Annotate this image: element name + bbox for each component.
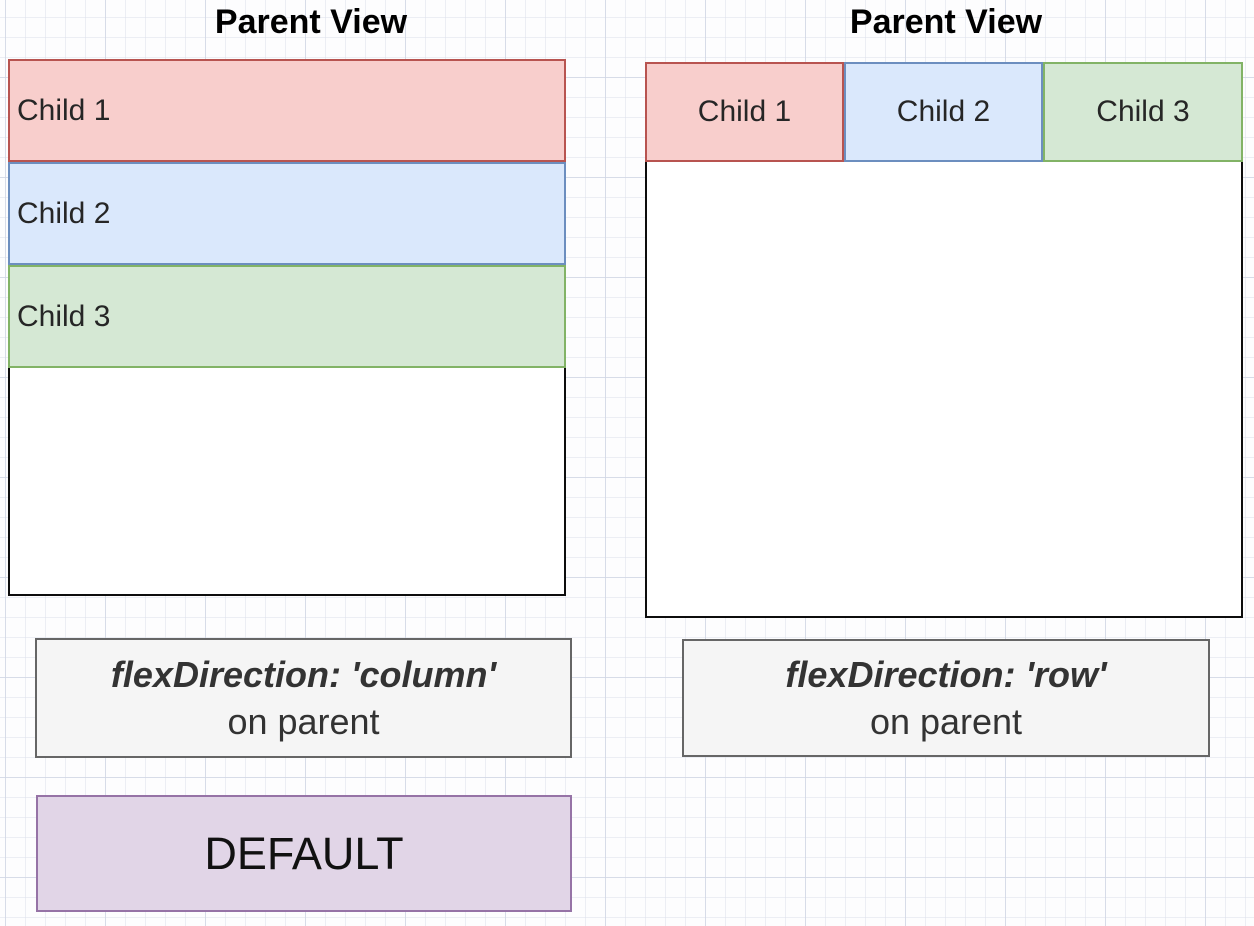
default-badge: DEFAULT (36, 795, 572, 912)
left-child-2-label: Child 2 (17, 196, 111, 230)
left-child-1: Child 1 (8, 59, 566, 162)
left-child-3: Child 3 (8, 265, 566, 368)
right-child-1: Child 1 (645, 62, 844, 162)
caption-on-parent-left: on parent (227, 701, 380, 742)
right-child-3-label: Child 3 (1096, 95, 1190, 128)
left-caption-box: flexDirection: 'column' on parent (35, 638, 572, 758)
caption-flexdirection-row: flexDirection: 'row' (785, 654, 1107, 695)
right-parent-title: Parent View (849, 3, 1043, 41)
default-badge-label: DEFAULT (204, 827, 404, 879)
right-child-2: Child 2 (844, 62, 1043, 162)
right-child-1-label: Child 1 (697, 95, 792, 128)
left-child-1-label: Child 1 (17, 93, 111, 127)
right-child-3: Child 3 (1043, 62, 1243, 162)
left-child-2: Child 2 (8, 162, 566, 265)
left-child-3-label: Child 3 (17, 299, 111, 333)
right-child-2-label: Child 2 (896, 95, 991, 128)
caption-flexdirection-column: flexDirection: 'column' (110, 654, 497, 695)
caption-on-parent-right: on parent (869, 701, 1023, 742)
right-caption-box: flexDirection: 'row' on parent (682, 639, 1210, 757)
left-parent-title: Parent View (214, 3, 408, 41)
